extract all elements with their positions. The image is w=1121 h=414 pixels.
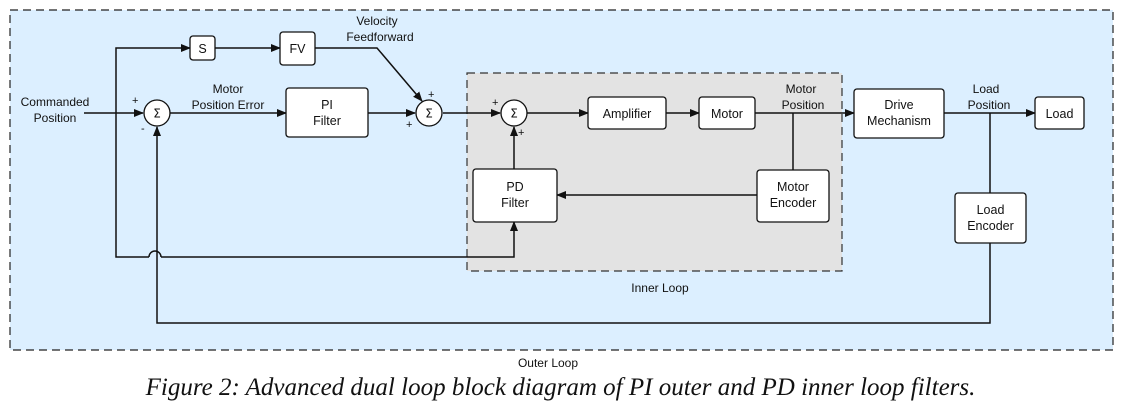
velocity-feedforward-label-line2: Feedforward: [346, 30, 413, 44]
drive-label-line2: Mechanism: [867, 114, 931, 128]
amplifier-block: Amplifier: [587, 96, 667, 130]
summing-junction-outer: Σ: [143, 99, 171, 127]
fv-block-label: FV: [290, 42, 307, 56]
pi-filter-label-line1: PI: [321, 98, 333, 112]
sigma-symbol: Σ: [510, 107, 518, 121]
velocity-feedforward-label-line1: Velocity: [356, 14, 397, 28]
motor-encoder-label-line2: Encoder: [770, 196, 817, 210]
sign-plus: +: [518, 127, 524, 139]
position-error-label-line1: Motor: [213, 82, 244, 96]
signal-wires: [84, 44, 1036, 324]
motor-encoder-block: Motor Encoder: [756, 169, 830, 223]
position-error-label-line2: Position Error: [192, 98, 265, 112]
sign-plus: +: [492, 97, 498, 109]
pd-filter-label-line1: PD: [506, 180, 523, 194]
motor-encoder-label-line1: Motor: [777, 180, 809, 194]
motor-block: Motor: [698, 96, 756, 130]
sigma-symbol: Σ: [425, 107, 433, 121]
motor-position-label-line1: Motor: [786, 82, 817, 96]
drive-mechanism-block: Drive Mechanism: [853, 88, 945, 139]
drive-label-line1: Drive: [884, 98, 913, 112]
sigma-symbol: Σ: [153, 107, 161, 121]
sign-plus: +: [132, 95, 138, 107]
pi-filter-label-line2: Filter: [313, 114, 341, 128]
s-block: S: [189, 35, 216, 61]
motor-label: Motor: [711, 107, 743, 121]
s-block-label: S: [198, 42, 206, 56]
figure-caption: Figure 2: Advanced dual loop block diagr…: [145, 374, 976, 401]
sign-plus: +: [406, 119, 412, 131]
amplifier-label: Amplifier: [603, 107, 652, 121]
commanded-position-label-line1: Commanded: [21, 95, 90, 109]
pd-filter-block: PD Filter: [472, 168, 558, 223]
load-position-label-line1: Load: [973, 82, 1000, 96]
outer-loop-label: Outer Loop: [518, 356, 578, 370]
load-encoder-block: Load Encoder: [954, 192, 1027, 244]
commanded-position-label-line2: Position: [34, 111, 77, 125]
summing-junction-feedforward: Σ: [415, 99, 443, 127]
load-position-label-line2: Position: [968, 98, 1011, 112]
block-diagram: Outer Loop Inner Loop: [9, 9, 1114, 370]
pi-filter-block: PI Filter: [285, 87, 369, 138]
inner-loop-label: Inner Loop: [631, 281, 689, 295]
load-label: Load: [1046, 107, 1074, 121]
summing-junction-inner: Σ: [500, 99, 528, 127]
load-block: Load: [1034, 96, 1085, 130]
sign-minus: -: [141, 123, 145, 135]
fv-block: FV: [279, 31, 316, 66]
pd-filter-label-line2: Filter: [501, 196, 529, 210]
load-encoder-label-line1: Load: [977, 203, 1005, 217]
sign-plus: +: [428, 89, 434, 101]
load-encoder-label-line2: Encoder: [967, 219, 1014, 233]
motor-position-label-line2: Position: [782, 98, 825, 112]
